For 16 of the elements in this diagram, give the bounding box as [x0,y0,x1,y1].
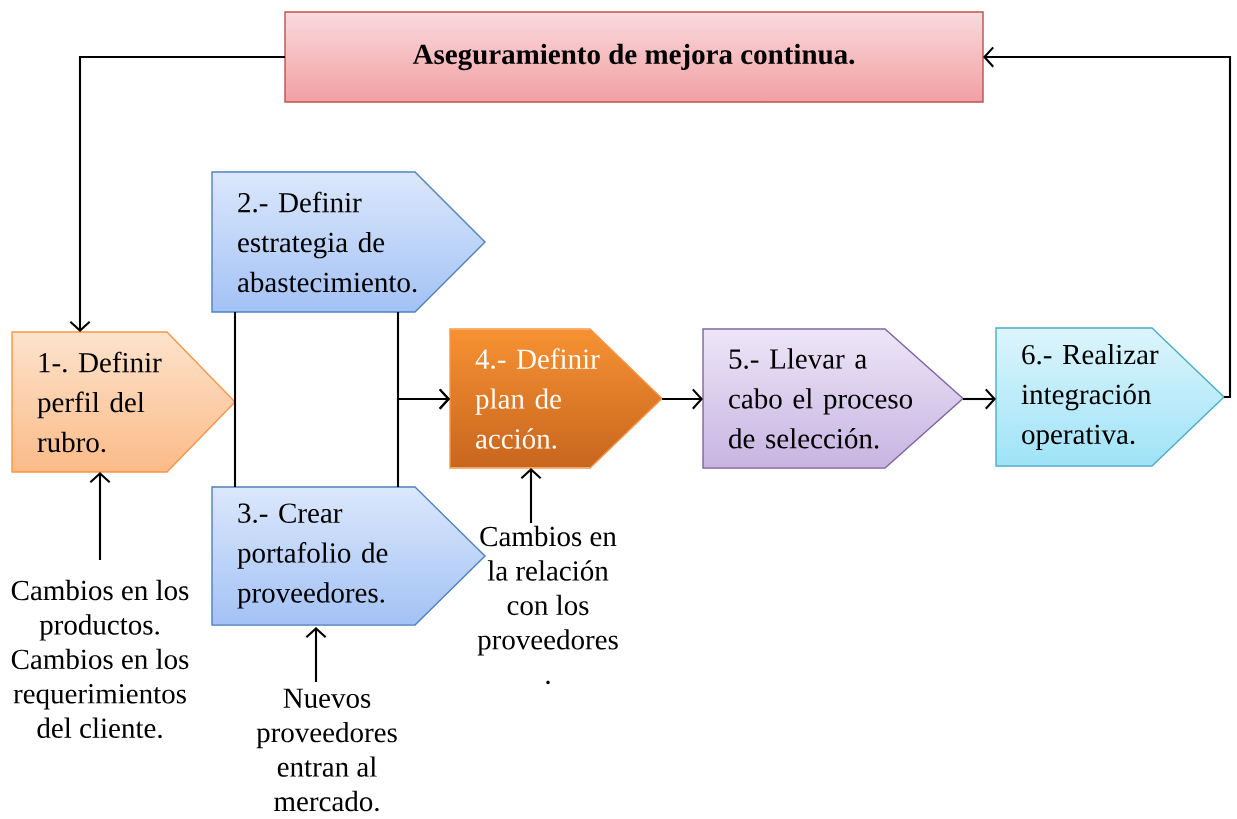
process-step: 6.- Realizar integración operativa. [995,327,1226,467]
connector-arrow [662,388,703,410]
note-text: Nuevos proveedores entran al mercado. [256,688,397,812]
connector-arrow [983,46,1232,399]
connector-arrow [89,472,111,560]
connector-arrow [396,388,450,487]
connector-arrow [963,388,996,410]
note-text: Cambios en los productos. Cambios en los requerimientos del cliente. [11,579,189,739]
connector-arrow [305,627,327,682]
connector-arrow [520,468,542,523]
process-step: 5.- Llevar a cabo el proceso de selección. [702,328,965,469]
process-step: 4.- Definir plan de acción. [449,328,664,469]
process-box: Aseguramiento de mejora continua. [284,11,984,103]
process-step: 2.- Definir estrategia de abastecimiento. [211,171,486,313]
connector-arrow [69,55,285,332]
process-step: 1-. Definir perfil del rubro. [11,331,236,473]
